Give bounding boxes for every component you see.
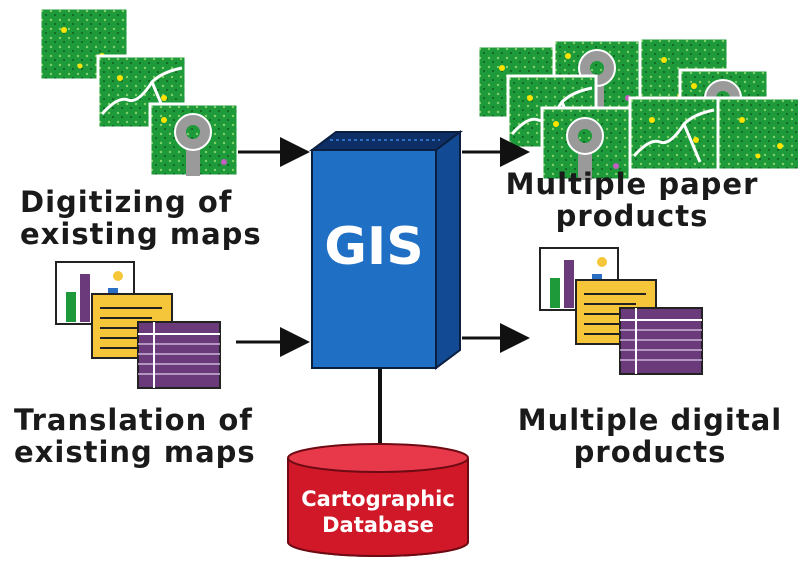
map-tile-icon: [628, 96, 720, 172]
digitizing-label-line1: Digitizing of: [20, 185, 232, 219]
input-maps: [38, 6, 240, 178]
output-paper-maps: [476, 36, 798, 182]
digital-products-label-line2: products: [574, 435, 727, 469]
translation-label-line1: Translation of: [14, 403, 253, 437]
map-tile-icon: [148, 102, 240, 178]
output-digital-documents: [539, 247, 703, 375]
database-cylinder-icon: Cartographic Database: [287, 443, 469, 557]
table-document-icon: [619, 307, 703, 375]
database-label-line2: Database: [322, 513, 434, 537]
gis-label: GIS: [324, 217, 423, 277]
paper-products-label-line1: Multiple paper: [506, 167, 759, 201]
server-box-icon: GIS: [309, 130, 463, 370]
paper-products-label-line2: products: [556, 199, 709, 233]
database-label-line1: Cartographic: [301, 487, 455, 511]
map-tile-icon: [716, 96, 798, 172]
input-documents: [55, 261, 221, 389]
digitizing-label-line2: existing maps: [20, 217, 262, 251]
translation-label-line2: existing maps: [14, 435, 256, 469]
table-document-icon: [137, 321, 221, 389]
digital-products-label-line1: Multiple digital: [518, 403, 782, 437]
